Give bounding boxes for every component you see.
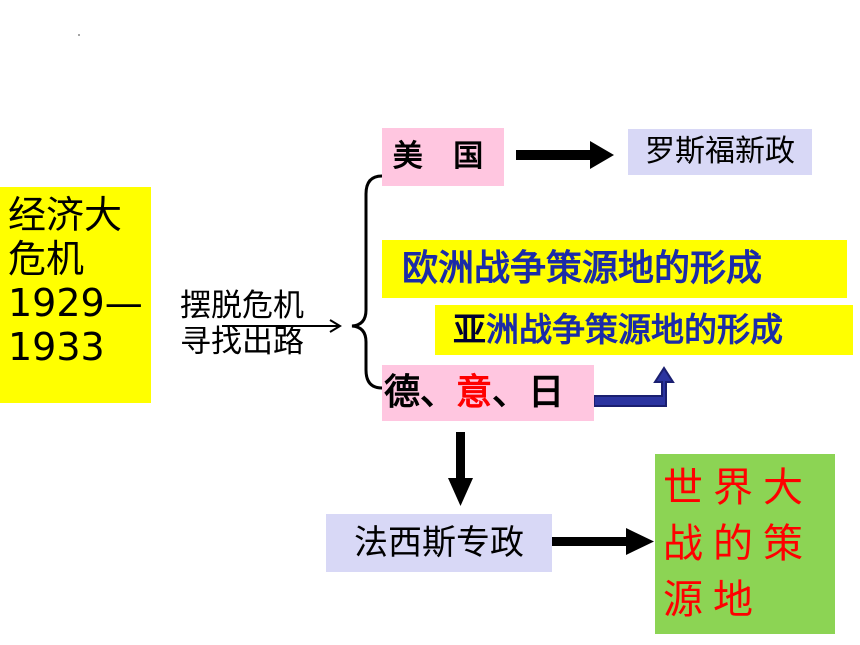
escape-line-2: 寻找出路 [180, 324, 304, 360]
new-deal-box: 罗斯福新政 [628, 129, 812, 175]
escape-arrow [222, 319, 342, 333]
crisis-line-4: 1933 [8, 325, 105, 369]
axis-bent-arrow [593, 366, 675, 407]
asia-first-char: 亚 [453, 310, 486, 349]
asia-war-source-box: 亚洲战争策源地的形成 [435, 305, 853, 355]
europe-war-source-box: 欧洲战争策源地的形成 [382, 240, 847, 298]
usa-box: 美 国 [382, 128, 504, 186]
decorative-dot [78, 34, 80, 36]
economic-crisis-box: 经济大 危机 1929— 1933 [0, 187, 151, 403]
axis-sep-2: 、 [492, 372, 529, 413]
axis-to-fascism-arrow [448, 432, 473, 506]
axis-powers-box: 德、意、日 [382, 365, 594, 421]
world-war-source-box: 世界大 战的策 源地 [655, 454, 835, 634]
war-line-1: 世界大 [663, 465, 813, 511]
war-line-2: 战的策 [663, 521, 813, 567]
escape-line-1: 摆脱危机 [180, 288, 304, 324]
escape-crisis-label: 摆脱危机 寻找出路 [180, 288, 304, 360]
axis-sep-1: 、 [420, 372, 457, 413]
curly-brace [351, 174, 383, 390]
axis-japan: 日 [528, 372, 565, 413]
axis-germany: 德 [384, 372, 421, 413]
war-line-3: 源地 [663, 577, 763, 623]
crisis-line-2: 危机 [8, 237, 85, 281]
fascist-dictatorship-box: 法西斯专政 [326, 514, 552, 572]
crisis-line-1: 经济大 [8, 193, 123, 237]
asia-rest-text: 洲战争策源地的形成 [486, 310, 783, 349]
usa-to-newdeal-arrow [516, 141, 614, 169]
axis-italy: 意 [456, 372, 493, 413]
fascism-to-war-arrow [552, 528, 654, 555]
crisis-line-3: 1929— [8, 281, 143, 325]
